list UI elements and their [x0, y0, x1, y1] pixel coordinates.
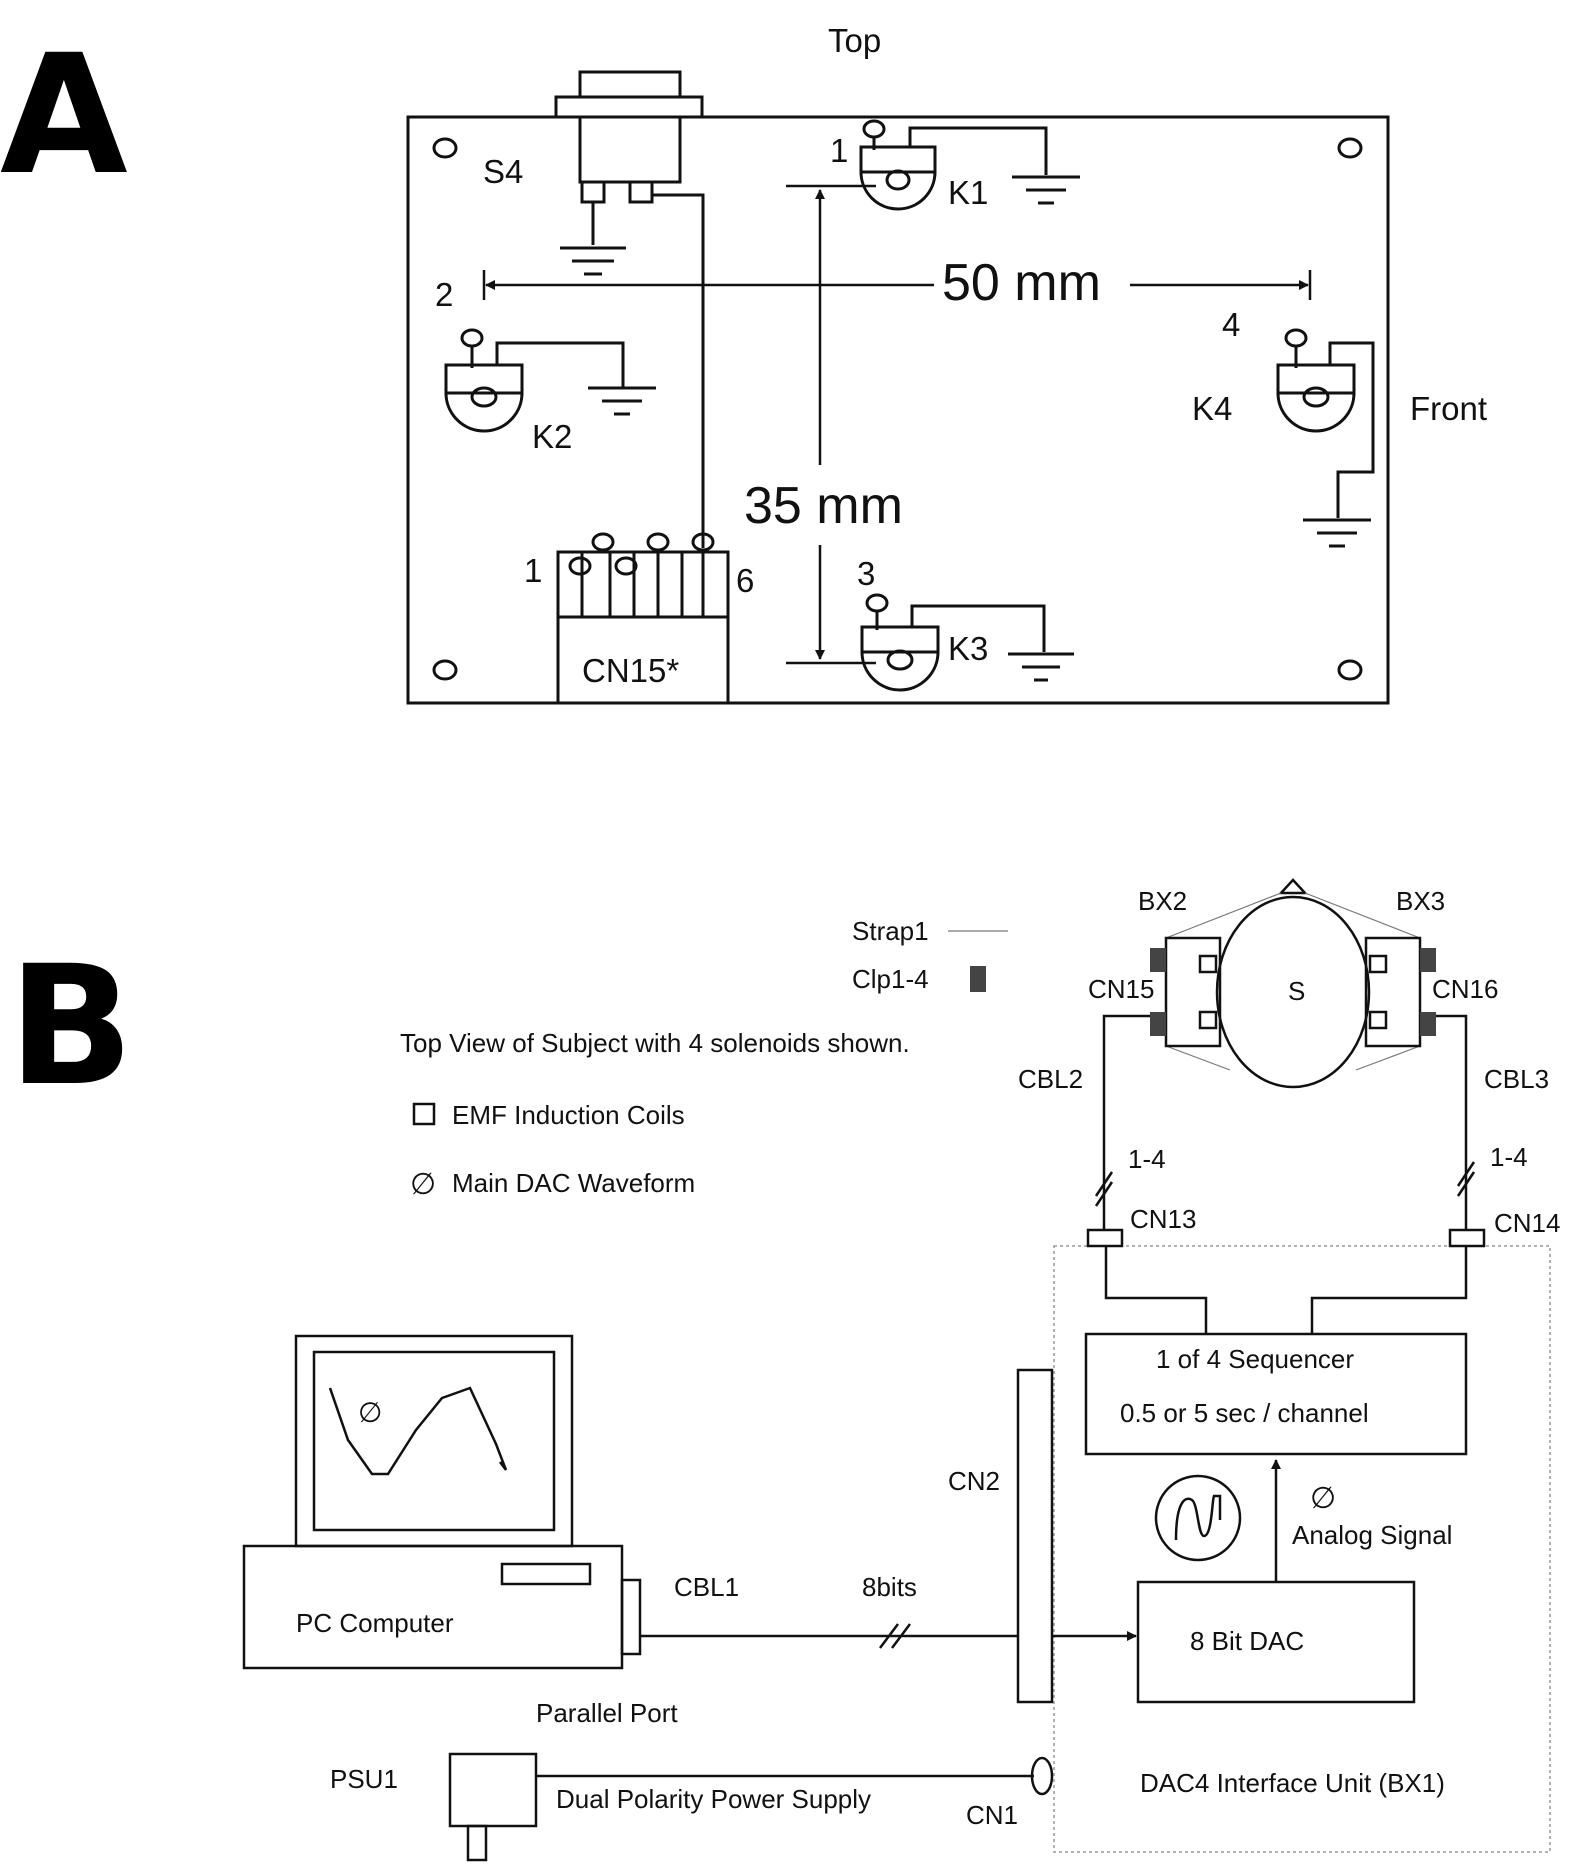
- dac-label: 8 Bit DAC: [1190, 1626, 1304, 1656]
- coil-k1: [859, 119, 1080, 211]
- pc-computer: [242, 1334, 642, 1670]
- connector-cn2-label: CN2: [948, 1466, 1000, 1496]
- coil-k1-number: 1: [830, 132, 848, 169]
- wire-cn14-sequencer: [1310, 1246, 1468, 1334]
- dimension-35mm: [786, 184, 876, 665]
- cable-cbl3-label: CBL3: [1484, 1064, 1549, 1094]
- analog-signal-label: Analog Signal: [1292, 1520, 1452, 1550]
- subject-head: [1165, 878, 1421, 1089]
- psu-label: Dual Polarity Power Supply: [556, 1784, 871, 1814]
- cable-cbl2-count: 1-4: [1128, 1144, 1166, 1174]
- monitor: [294, 1334, 574, 1548]
- bus-slash: [879, 1623, 899, 1649]
- parallel-port: [620, 1578, 642, 1656]
- clip: [1150, 1012, 1166, 1036]
- dimension-35mm-label: 35 mm: [744, 477, 903, 535]
- switch-s4-label: S4: [483, 153, 523, 190]
- connector-cn15-header: [556, 532, 730, 705]
- parallel-port-label: Parallel Port: [536, 1698, 678, 1728]
- connector-pin-1: 1: [524, 552, 542, 589]
- connector-cn15-label-b: CN15: [1088, 974, 1154, 1004]
- mounting-hole: [432, 659, 458, 681]
- panel-a-letter: A: [0, 19, 128, 211]
- interface-unit-bx1: [1053, 1245, 1551, 1853]
- coil-k4: [1276, 328, 1375, 548]
- coil-k2-number: 2: [435, 276, 453, 313]
- coil-k3: [860, 593, 1074, 692]
- wire-cn13-sequencer: [1104, 1246, 1208, 1334]
- induction-coil: [1368, 954, 1388, 974]
- coil-k3-label: K3: [948, 630, 988, 667]
- connector-cn1: [1030, 1756, 1054, 1796]
- subject-symbol: S: [1288, 976, 1305, 1006]
- pc-label: PC Computer: [296, 1608, 454, 1638]
- bus-slash: [891, 1623, 911, 1649]
- clip: [1150, 948, 1166, 972]
- sequencer-line2: 0.5 or 5 sec / channel: [1120, 1398, 1369, 1428]
- dimension-50mm-label: 50 mm: [942, 254, 1101, 312]
- legend-coil-swatch: [412, 1102, 436, 1126]
- cable-cbl3: [1436, 1014, 1476, 1230]
- bus-width-label: 8bits: [862, 1572, 917, 1602]
- coil-k2: [444, 328, 656, 433]
- power-supply-psu1: [448, 1752, 1054, 1862]
- dimension-50mm: [482, 270, 1312, 300]
- mounting-hole: [1337, 137, 1363, 159]
- psu-id-label: PSU1: [330, 1764, 398, 1794]
- dac-box: [1136, 1580, 1416, 1704]
- coil-k4-number: 4: [1222, 306, 1240, 343]
- mounting-hole: [1337, 659, 1363, 681]
- connector-cn13-label: CN13: [1130, 1204, 1196, 1234]
- connector-cn13: [1086, 1228, 1124, 1248]
- box-bx3-label: BX3: [1396, 886, 1445, 916]
- clip: [1420, 948, 1436, 972]
- screen-symbol: ∅: [358, 1397, 382, 1428]
- connector-cn15-label: CN15*: [582, 652, 679, 689]
- solenoid-box-bx3: [1364, 936, 1436, 1048]
- induction-coil: [1198, 1010, 1218, 1030]
- cable-cbl1-label: CBL1: [674, 1572, 739, 1602]
- legend-waveform-label: Main DAC Waveform: [452, 1168, 695, 1198]
- legend-clip-swatch: [970, 966, 986, 992]
- panel-b-letter: B: [8, 930, 134, 1122]
- solenoid-box-bx2: [1150, 936, 1222, 1048]
- cable-cbl2-label: CBL2: [1018, 1064, 1083, 1094]
- interface-unit-label: DAC4 Interface Unit (BX1): [1140, 1768, 1445, 1798]
- connector-cn1-label: CN1: [966, 1800, 1018, 1830]
- disk-drive: [500, 1562, 592, 1586]
- coil-k2-label: K2: [532, 418, 572, 455]
- box-bx2-label: BX2: [1138, 886, 1187, 916]
- switch-s4: [554, 70, 705, 548]
- legend-waveform-symbol: ∅: [410, 1168, 436, 1201]
- legend-clip-label: Clp1-4: [852, 964, 929, 994]
- mounting-hole: [432, 137, 458, 159]
- coil-k4-label: K4: [1192, 390, 1232, 427]
- connector-cn2: [1016, 1368, 1054, 1704]
- legend-strap-label: Strap1: [852, 916, 929, 946]
- monitor-screen: [312, 1350, 556, 1532]
- induction-coil: [1198, 954, 1218, 974]
- circuit-board: [406, 115, 1390, 705]
- connector-cn16-label: CN16: [1432, 974, 1498, 1004]
- sequencer-line1: 1 of 4 Sequencer: [1156, 1344, 1354, 1374]
- analog-signal-symbol: ∅: [1310, 1482, 1336, 1515]
- connector-pin-6: 6: [736, 562, 754, 599]
- screen-waveform: [328, 1386, 508, 1476]
- induction-coil: [1368, 1010, 1388, 1030]
- front-label: Front: [1410, 390, 1487, 427]
- connector-cn14-label: CN14: [1494, 1208, 1560, 1238]
- clip: [1420, 1012, 1436, 1036]
- sequencer-box: [1084, 1332, 1468, 1456]
- coil-k1-label: K1: [948, 174, 988, 211]
- cable-cbl2: [1094, 1014, 1150, 1230]
- cable-cbl3-count: 1-4: [1490, 1142, 1528, 1172]
- coil-k3-number: 3: [857, 555, 875, 592]
- legend-coil-label: EMF Induction Coils: [452, 1100, 685, 1130]
- top-label: Top: [828, 22, 881, 59]
- oscilloscope-icon: [1154, 1474, 1242, 1562]
- connector-cn14: [1448, 1228, 1486, 1248]
- legend-caption: Top View of Subject with 4 solenoids sho…: [400, 1028, 910, 1058]
